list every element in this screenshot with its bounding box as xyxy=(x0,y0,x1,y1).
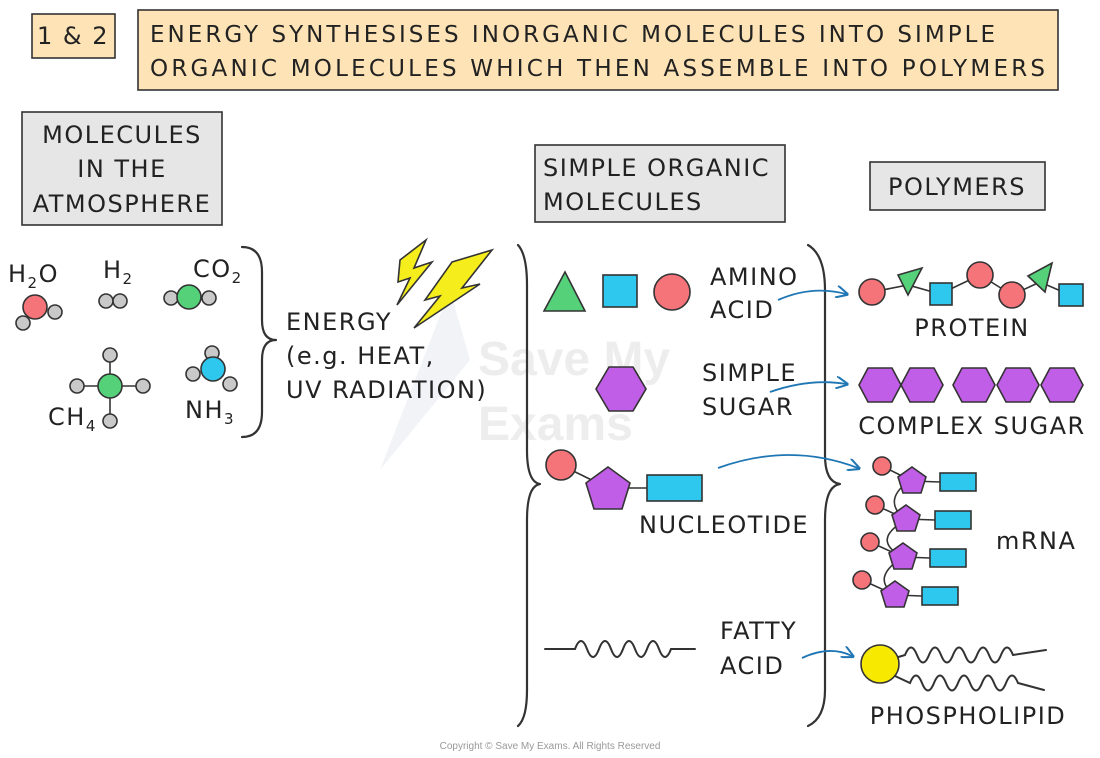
energy-label: ENERGY xyxy=(286,308,392,336)
energy-example-line2: UV RADIATION) xyxy=(286,376,487,404)
fatty-acid-tail xyxy=(544,640,696,658)
phospholipid-label: PHOSPHOLIPID xyxy=(870,702,1067,730)
ammonia-formula-sub: 3 xyxy=(224,410,235,428)
svg-text:CH4: CH4 xyxy=(48,403,97,435)
title-line-1: ENERGY SYNTHESISES INORGANIC MOLECULES I… xyxy=(150,22,998,48)
svg-text:CO2: CO2 xyxy=(193,255,243,287)
hydrogen-molecule: H2 xyxy=(98,256,134,309)
methane-formula-sub: 4 xyxy=(86,417,97,435)
atmosphere-label: MOLECULES IN THE ATMOSPHERE xyxy=(21,111,223,226)
amino-acid-label-1: AMINO xyxy=(710,263,799,291)
phospholipid-shape xyxy=(860,644,1047,692)
brace-monomers xyxy=(516,243,542,728)
arrow-fatty-acid-to-phospholipid xyxy=(801,651,852,659)
watermark-line1: Save My xyxy=(478,333,670,386)
fatty-acid-label-1: FATTY xyxy=(720,617,797,645)
methane-molecule: CH4 xyxy=(48,347,151,435)
amino-acid-label-2: ACID xyxy=(710,296,774,324)
water-formula-tail: O xyxy=(39,260,59,288)
amino-acid-shapes xyxy=(542,270,691,312)
brace-inorganic xyxy=(240,245,278,439)
protein-label: PROTEIN xyxy=(914,314,1029,342)
mrna-label: mRNA xyxy=(996,527,1076,555)
hydrogen-formula-sub: 2 xyxy=(123,270,134,288)
copyright-text: Copyright © Save My Exams. All Rights Re… xyxy=(440,741,661,752)
arrow-nucleotide-to-mrna xyxy=(717,454,858,468)
methane-formula-base: CH xyxy=(48,403,86,431)
mrna-chain xyxy=(852,456,977,608)
arrow-amino-to-protein xyxy=(777,291,846,301)
title-line-2: ORGANIC MOLECULES WHICH THEN ASSEMBLE IN… xyxy=(150,56,1048,82)
brace-polymers xyxy=(806,243,842,728)
step-badge: 1 & 2 xyxy=(37,22,109,50)
water-formula-base: H xyxy=(8,260,28,288)
simple-sugar-label-2: SUGAR xyxy=(702,393,794,421)
ammonia-molecule: NH3 xyxy=(185,345,238,428)
simple-sugar-label-1: SIMPLE xyxy=(702,359,797,387)
simple-organic-label: SIMPLE ORGANIC MOLECULES xyxy=(534,144,786,223)
atmosphere-line1: MOLECULES xyxy=(42,121,202,149)
atmosphere-line2: IN THE xyxy=(77,155,167,183)
arrow-sugar-to-complex xyxy=(769,382,846,393)
complex-sugar-chain xyxy=(858,367,1084,403)
svg-text:NH3: NH3 xyxy=(185,396,235,428)
atmosphere-line3: ATMOSPHERE xyxy=(33,190,212,218)
nucleotide-shape xyxy=(545,449,703,510)
nucleotide-label: NUCLEOTIDE xyxy=(639,511,809,539)
header: 1 & 2 ENERGY SYNTHESISES INORGANIC MOLEC… xyxy=(31,9,1059,91)
protein-chain xyxy=(858,261,1084,309)
carbon-dioxide-molecule: CO2 xyxy=(163,255,243,310)
title-box xyxy=(137,9,1059,91)
ammonia-formula-base: NH xyxy=(185,396,224,424)
hydrogen-formula-base: H xyxy=(103,256,123,284)
energy-example-line1: (e.g. HEAT, xyxy=(286,342,435,370)
svg-text:H2: H2 xyxy=(103,256,134,288)
lightning-icon xyxy=(396,237,495,329)
polymers-label: POLYMERS xyxy=(869,161,1046,211)
simple-organic-line2: MOLECULES xyxy=(543,188,703,216)
simple-organic-line1: SIMPLE ORGANIC xyxy=(543,154,770,182)
water-molecule: H2O xyxy=(8,260,63,331)
fatty-acid-label-2: ACID xyxy=(720,652,784,680)
co2-formula-sub: 2 xyxy=(232,269,243,287)
polymers-text: POLYMERS xyxy=(888,173,1026,201)
water-formula-sub: 2 xyxy=(28,274,39,292)
step-badge-box xyxy=(31,13,116,59)
co2-formula-base: CO xyxy=(193,255,232,283)
complex-sugar-label: COMPLEX SUGAR xyxy=(858,412,1085,440)
svg-text:H2O: H2O xyxy=(8,260,59,292)
hexagon-icon xyxy=(595,366,647,412)
